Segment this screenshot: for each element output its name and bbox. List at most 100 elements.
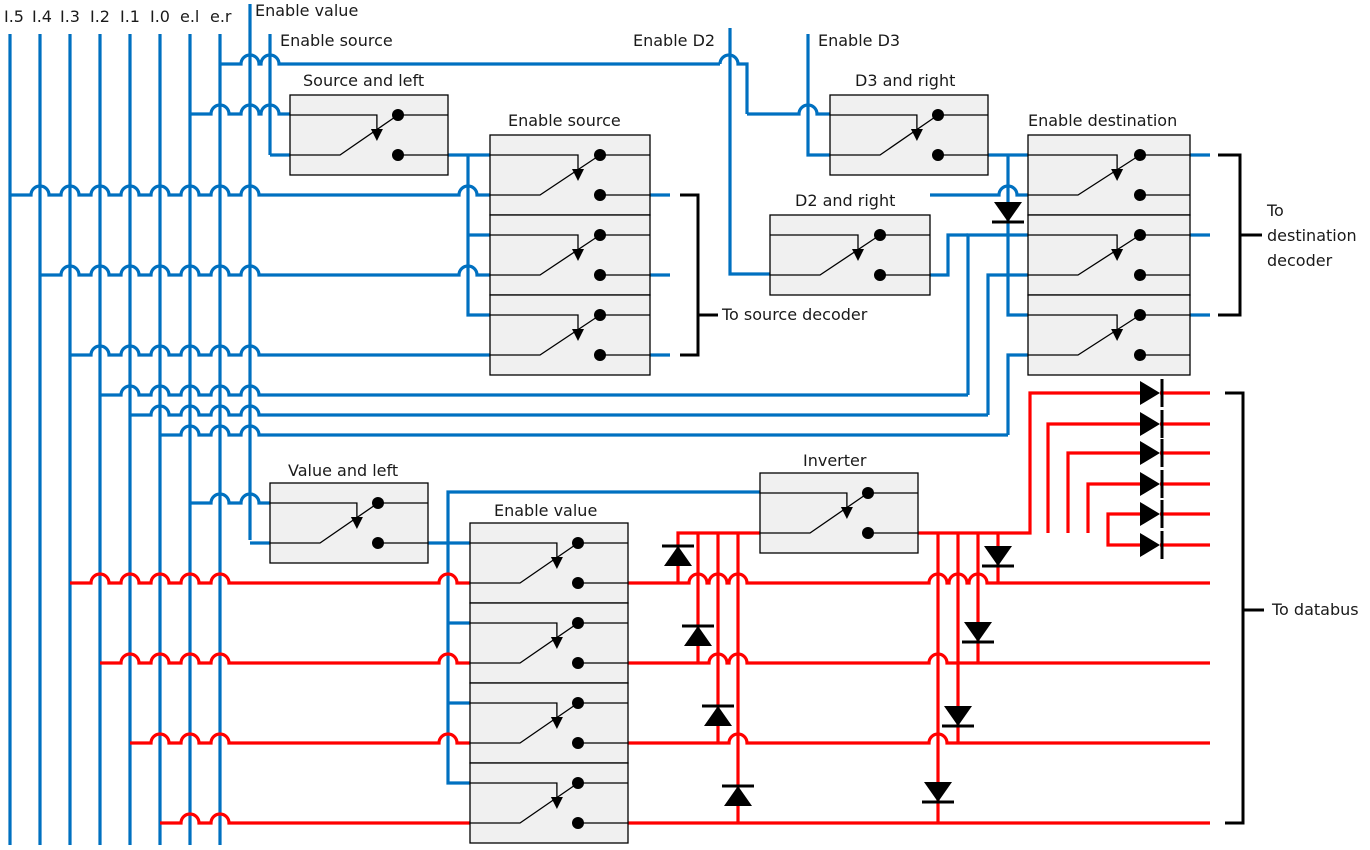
dest-diode-icon (994, 202, 1022, 222)
relay-title-d3-and-right: D3 and right (855, 71, 955, 90)
dbus-feed-4 (1106, 512, 1140, 533)
databus-bracket (1225, 391, 1264, 825)
relay-title-source-and-left: Source and left (303, 71, 424, 90)
dbus-feed-5 (1106, 533, 1140, 547)
bit-label-i0: I.0 (150, 7, 170, 26)
val-2-diode-icon (704, 706, 732, 726)
relay-enable-destination-contact-arm (1028, 314, 1141, 356)
i1-to-dest (986, 273, 1028, 415)
dbus-1-diode-icon (1140, 412, 1160, 436)
relay-value-and-left-coil-line (270, 502, 358, 521)
val-3-diode-icon (724, 786, 752, 806)
relay-enable-destination-coil-line (1028, 314, 1118, 333)
i3-data-row (70, 572, 470, 585)
relay-d2-and-right-contact-arm (770, 234, 881, 276)
relay-title-value-and-left: Value and left (288, 461, 398, 480)
bit-label-i2: I.2 (90, 7, 110, 26)
relay-title-enable-destination: Enable destination (1028, 111, 1177, 130)
i2-data-row (100, 652, 470, 665)
relay-enable-source-contact-arm (490, 314, 601, 356)
i3-row (70, 344, 490, 357)
relay-title-enable-source: Enable source (508, 111, 621, 130)
relay-inverter-contact-arm (760, 492, 869, 534)
relay-d3-and-right-coil-line (830, 114, 918, 133)
relay-enable-source-contact-arm (490, 154, 601, 196)
relay-enable-value-coil-line (470, 622, 558, 641)
i0-row (160, 424, 1008, 437)
enable-d3-input-label: Enable D3 (818, 31, 900, 50)
inv-2-diode-icon (944, 706, 972, 726)
i1-row (130, 404, 988, 417)
relay-enable-value-contact-arm (470, 702, 579, 744)
dbus-0-diode-icon (1140, 381, 1160, 405)
i2-row (100, 384, 968, 397)
relay-d2-and-right-coil-line (770, 234, 859, 253)
el-to-source-left-wire (190, 103, 290, 116)
i0-to-dest (1006, 353, 1028, 435)
relay-d3-and-right-contact-arm (830, 114, 939, 156)
bit-label-er: e.r (210, 7, 232, 26)
dbus-3-diode-icon (1140, 472, 1160, 496)
relay-enable-value-contact-arm (470, 622, 579, 664)
i1-data-row (130, 732, 470, 745)
databus-row-1 (628, 652, 1210, 665)
destination-decoder-bracket (1218, 153, 1262, 317)
enable-source-coil-bus (466, 155, 490, 317)
inverter-in-bus (676, 531, 760, 583)
relay-enable-source-coil-line (490, 154, 579, 173)
relay-title-enable-value: Enable value (494, 501, 597, 520)
relay-value-and-left-contact-arm (270, 502, 379, 544)
enable-d2-input-label: Enable D2 (633, 31, 715, 50)
bit-label-el: e.l (180, 7, 199, 26)
enable-value-input-label: Enable value (255, 1, 358, 20)
relay-enable-value-coil-line (470, 542, 558, 561)
dbus-feed-2 (1066, 451, 1140, 533)
destination-decoder-label-line1: To (1266, 201, 1284, 220)
relay-source-and-left-coil-line (290, 114, 378, 133)
inv-1-diode-icon (964, 622, 992, 642)
relay-inverter-coil-line (760, 492, 848, 511)
relay-enable-destination-coil-line (1028, 154, 1118, 173)
inv-3-diode-icon (924, 782, 952, 802)
enable-d2-line (728, 28, 770, 276)
er-route-wire (718, 53, 749, 114)
source-decoder-label: To source decoder (721, 305, 868, 324)
relay-enable-destination-coil-line (1028, 234, 1118, 253)
bit-label-i5: I.5 (4, 7, 24, 26)
relay-enable-value-contact-arm (470, 542, 579, 584)
relay-enable-value-coil-line (470, 702, 558, 721)
bit-label-i3: I.3 (60, 7, 80, 26)
databus-row-2 (628, 732, 1210, 745)
dbus-4-diode-icon (1140, 502, 1160, 526)
relay-title-inverter: Inverter (803, 451, 867, 470)
val-1-diode-icon (684, 626, 712, 646)
val-0-diode-icon (664, 546, 692, 566)
destination-decoder-label-line3: decoder (1267, 251, 1333, 270)
i0-data-row (160, 812, 470, 825)
source-decoder-bracket (680, 193, 718, 357)
relay-enable-destination-contact-arm (1028, 154, 1141, 196)
relay-source-and-left-contact-arm (290, 114, 399, 156)
relay-enable-destination-contact-arm (1028, 234, 1141, 276)
d3-relay-coil-wire (747, 103, 830, 116)
databus-label: To databus (1271, 600, 1359, 619)
inverter-coil-wire (446, 490, 760, 543)
bit-label-i4: I.4 (32, 7, 52, 26)
d2-right-out (930, 233, 968, 277)
er-to-d2-wire (220, 53, 720, 66)
databus-row-0 (628, 572, 1210, 585)
relay-title-d2-and-right: D2 and right (795, 191, 895, 210)
enable-d3-line (806, 34, 830, 157)
dbus-5-diode-icon (1140, 533, 1160, 557)
dbus-2-diode-icon (1140, 441, 1160, 465)
dbus-feed-1 (1046, 422, 1140, 533)
inv-0-diode-icon (984, 546, 1012, 566)
destination-decoder-label-line2: destination (1267, 226, 1357, 245)
relay-enable-value-contact-arm (470, 782, 579, 824)
relay-enable-source-coil-line (490, 234, 579, 253)
inverter-out-bus (918, 391, 1140, 535)
el-to-value-left (190, 492, 270, 505)
i4-row (40, 264, 490, 277)
symbols (270, 109, 1264, 829)
enable-source-input-label: Enable source (280, 31, 393, 50)
